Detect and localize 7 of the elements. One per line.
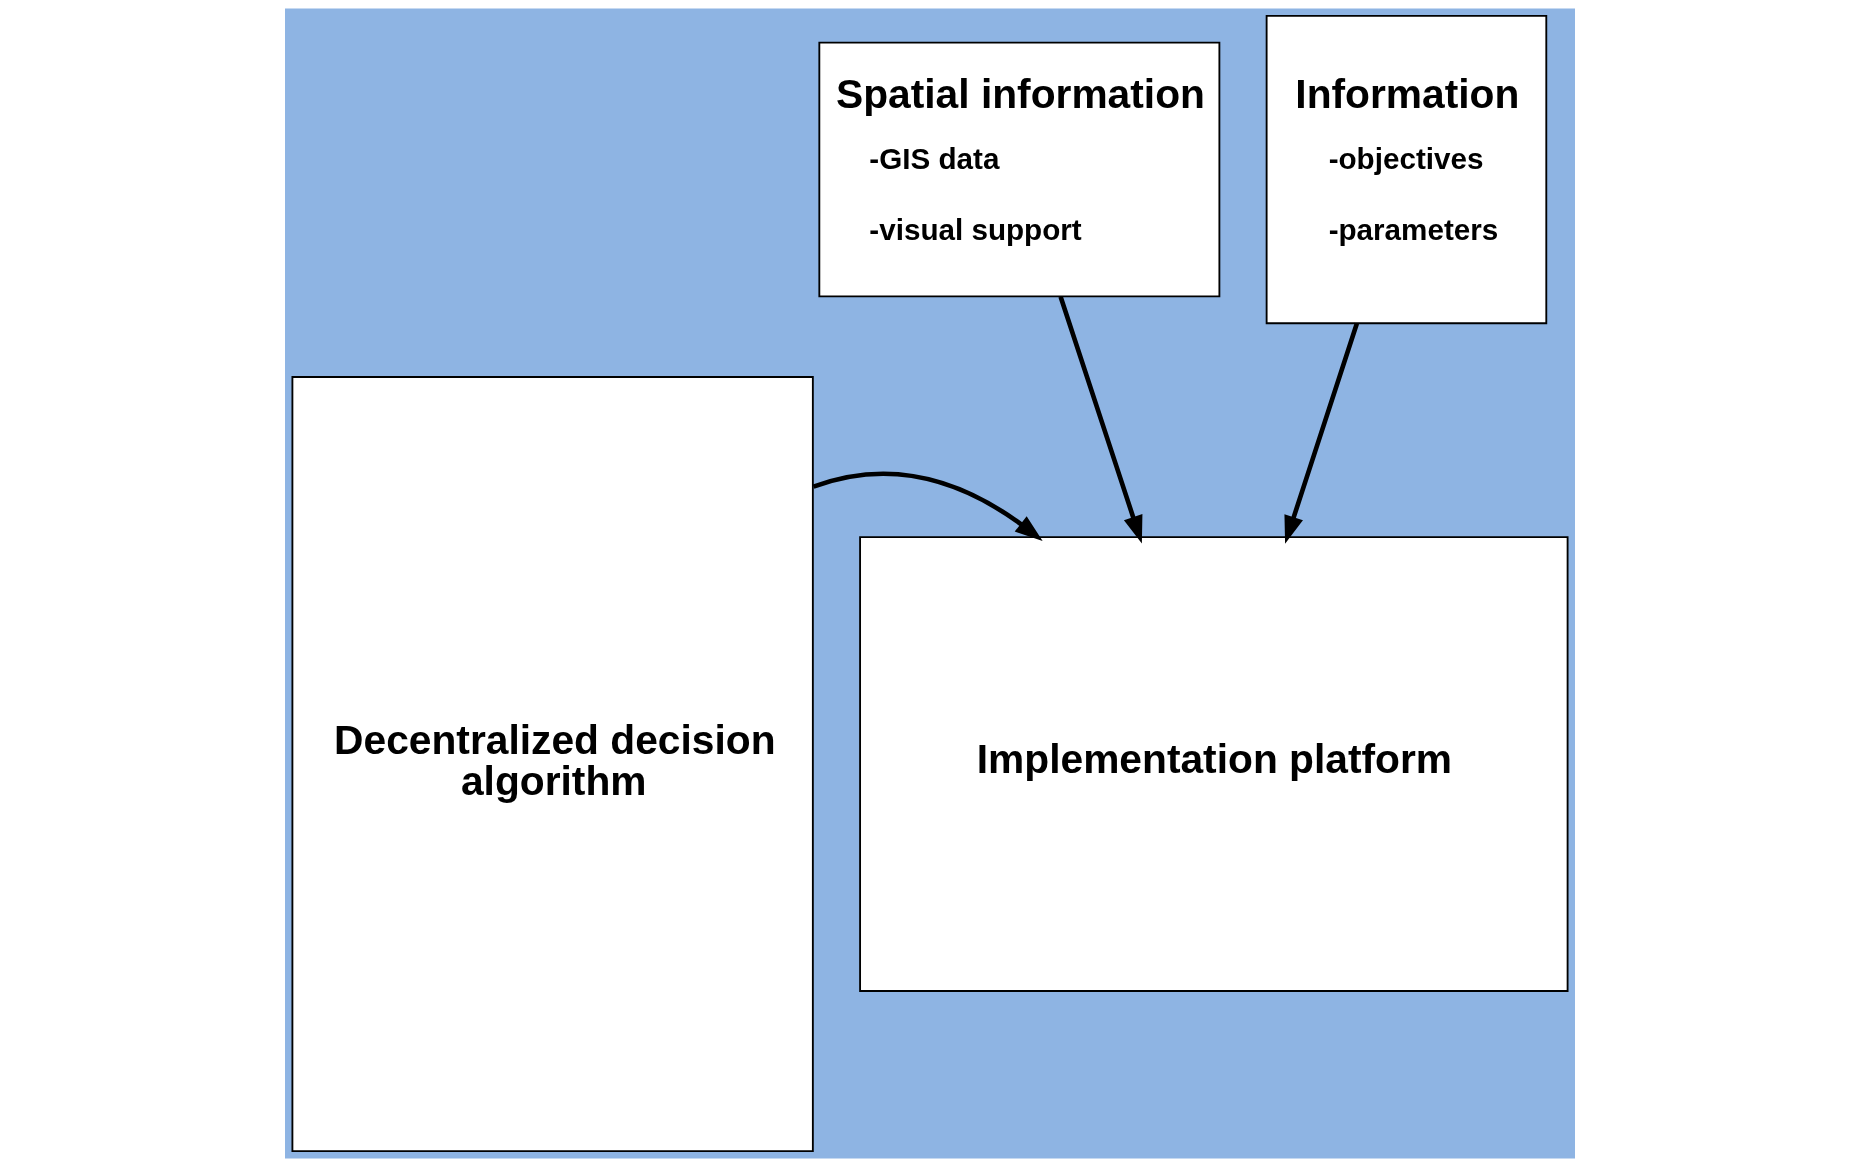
arrow — [812, 471, 1043, 541]
node-box: Implementation platform — [859, 536, 1569, 992]
node-box: Decentralized decision algorithm — [291, 376, 814, 1153]
node-box: Spatial information -GIS data -visual support — [818, 41, 1221, 298]
node-box: Information -objectives -parameters — [1265, 14, 1548, 325]
arrow — [1284, 322, 1360, 544]
arrow — [1058, 295, 1143, 544]
